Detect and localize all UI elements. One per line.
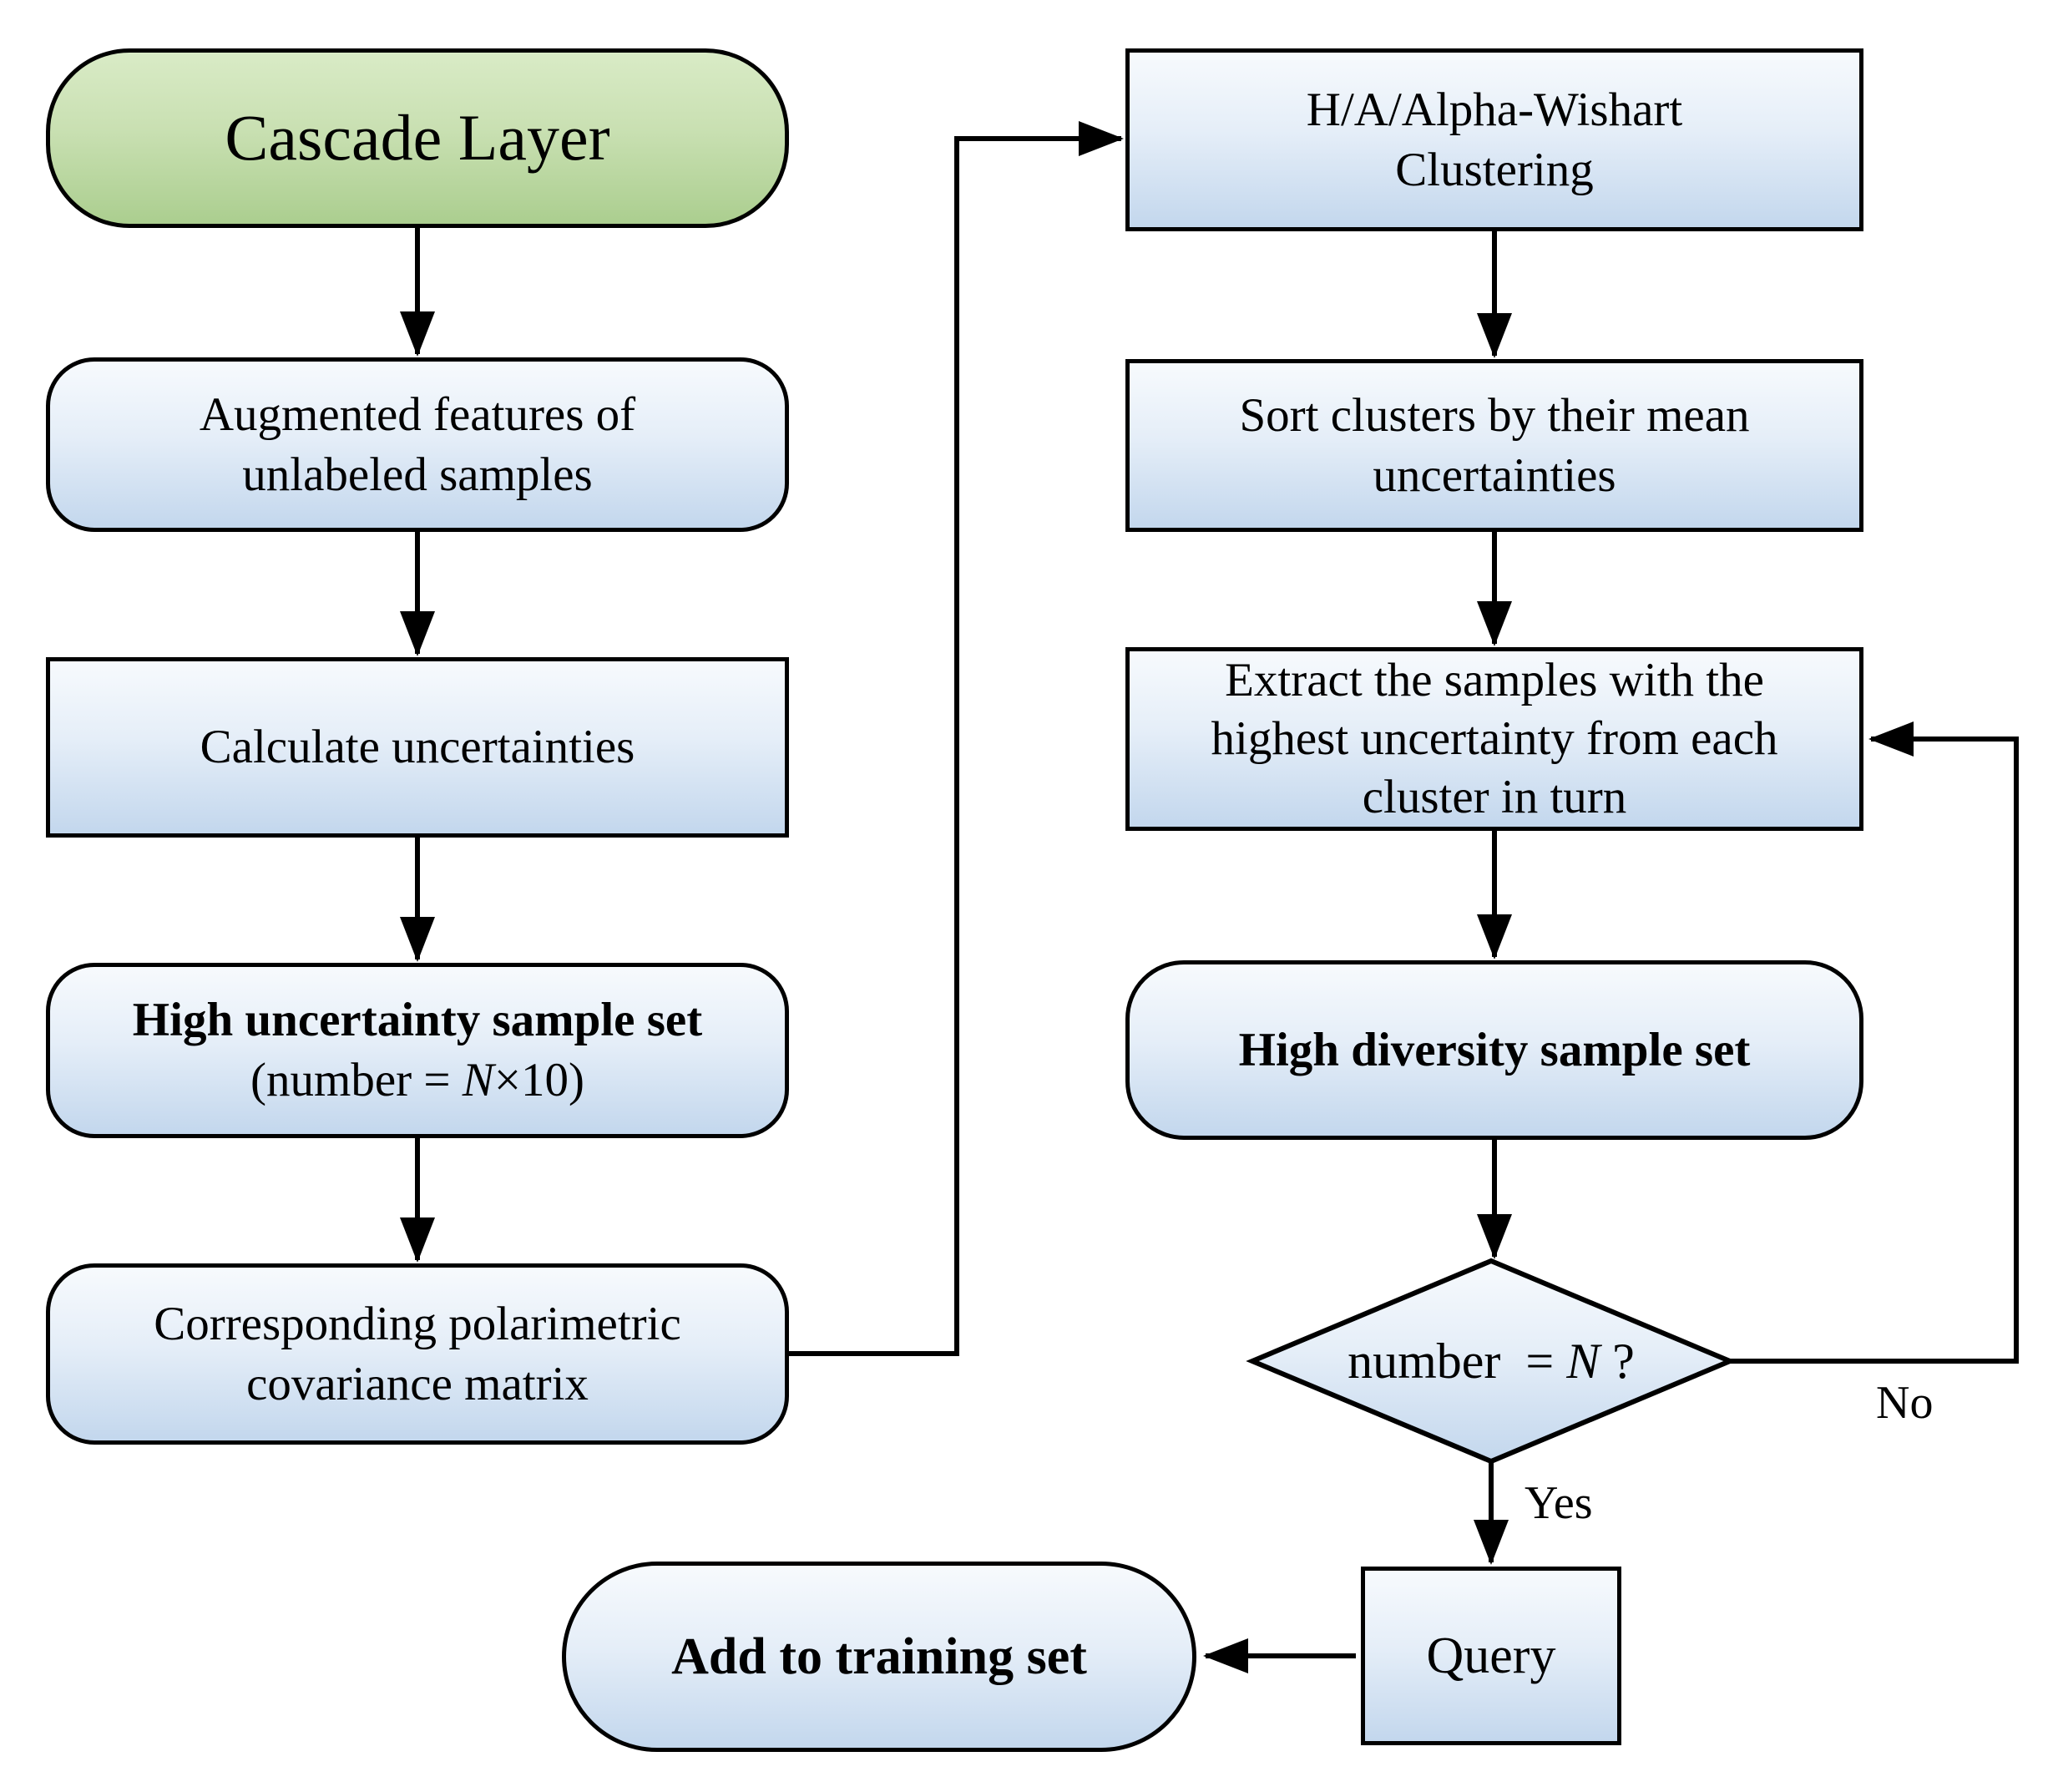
- edge-label-no: No: [1876, 1377, 1934, 1429]
- edge-label-yes: Yes: [1525, 1477, 1593, 1529]
- node-add-to-training-set: Add to training set: [562, 1562, 1196, 1752]
- node-calculate-uncertainties: Calculate uncertainties: [46, 657, 789, 838]
- node-query: Query: [1361, 1567, 1621, 1745]
- connector-corresponding-to-hawishart: [789, 121, 1124, 1356]
- node-cascade-layer: Cascade Layer: [46, 48, 789, 228]
- node-high-diversity-sample-set: High diversity sample set: [1125, 960, 1863, 1140]
- node-high-uncertainty-sample-set: High uncertainty sample set(number = N×1…: [46, 963, 789, 1138]
- connector-decision-no-to-extract: [1730, 721, 2019, 1364]
- decision-diamond: [1246, 1258, 1737, 1465]
- node-decision-text: number = N ?: [1348, 1333, 1635, 1389]
